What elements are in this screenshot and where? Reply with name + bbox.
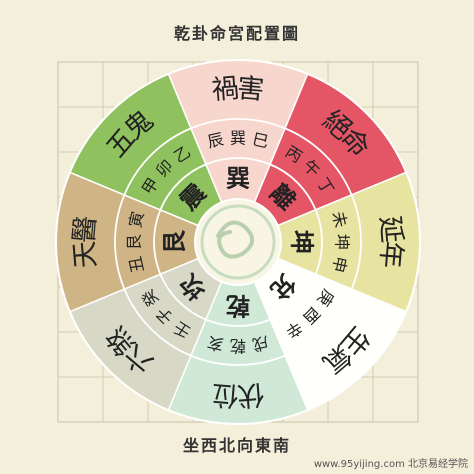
palace-name-fuwei: 位 — [211, 378, 240, 411]
trigram-label: 乾 — [226, 292, 250, 321]
palace-name-fuwei: 伏 — [236, 378, 265, 411]
palace-name-huohai: 害 — [236, 73, 265, 106]
trigram-label: 艮 — [160, 229, 189, 254]
mountain-label: 辰 — [206, 129, 226, 151]
palace-name-huohai: 禍 — [211, 73, 240, 106]
diagram-title: 乾卦命宮配置圖 — [173, 24, 300, 43]
palace-name-yanian: 延 — [374, 215, 407, 244]
mountain-label: 巽 — [230, 129, 246, 148]
mountain-label: 艮 — [125, 234, 144, 250]
mountain-label: 巳 — [251, 129, 271, 151]
mountain-label: 丑 — [125, 255, 147, 275]
mountain-label: 戌 — [251, 333, 271, 355]
center-emblem — [200, 204, 276, 280]
mountain-label: 亥 — [206, 333, 226, 355]
palace-name-yanian: 年 — [374, 240, 407, 269]
trigram-label: 坤 — [288, 230, 317, 254]
orientation-caption: 坐西北向東南 — [182, 436, 291, 455]
palace-name-tianyi: 醫 — [69, 215, 102, 244]
ring-lines — [55, 59, 421, 425]
mountain-label: 申 — [329, 255, 351, 275]
trigram-label: 巽 — [226, 164, 250, 193]
watermark: www.95yijing.com 北京易经学院 — [313, 459, 468, 470]
dragon-emblem-icon — [200, 204, 276, 280]
inner-ring — [153, 157, 323, 327]
center-disc — [194, 198, 282, 286]
palace-name-tianyi: 天 — [69, 240, 102, 269]
middle-ring — [114, 118, 362, 366]
mountain-label: 寅 — [125, 210, 147, 230]
mountain-label: 乾 — [230, 337, 246, 356]
mountain-label: 未 — [329, 210, 351, 230]
outer-ring — [55, 59, 421, 425]
mountain-label: 坤 — [333, 234, 352, 250]
emblem-swirl — [216, 220, 254, 259]
